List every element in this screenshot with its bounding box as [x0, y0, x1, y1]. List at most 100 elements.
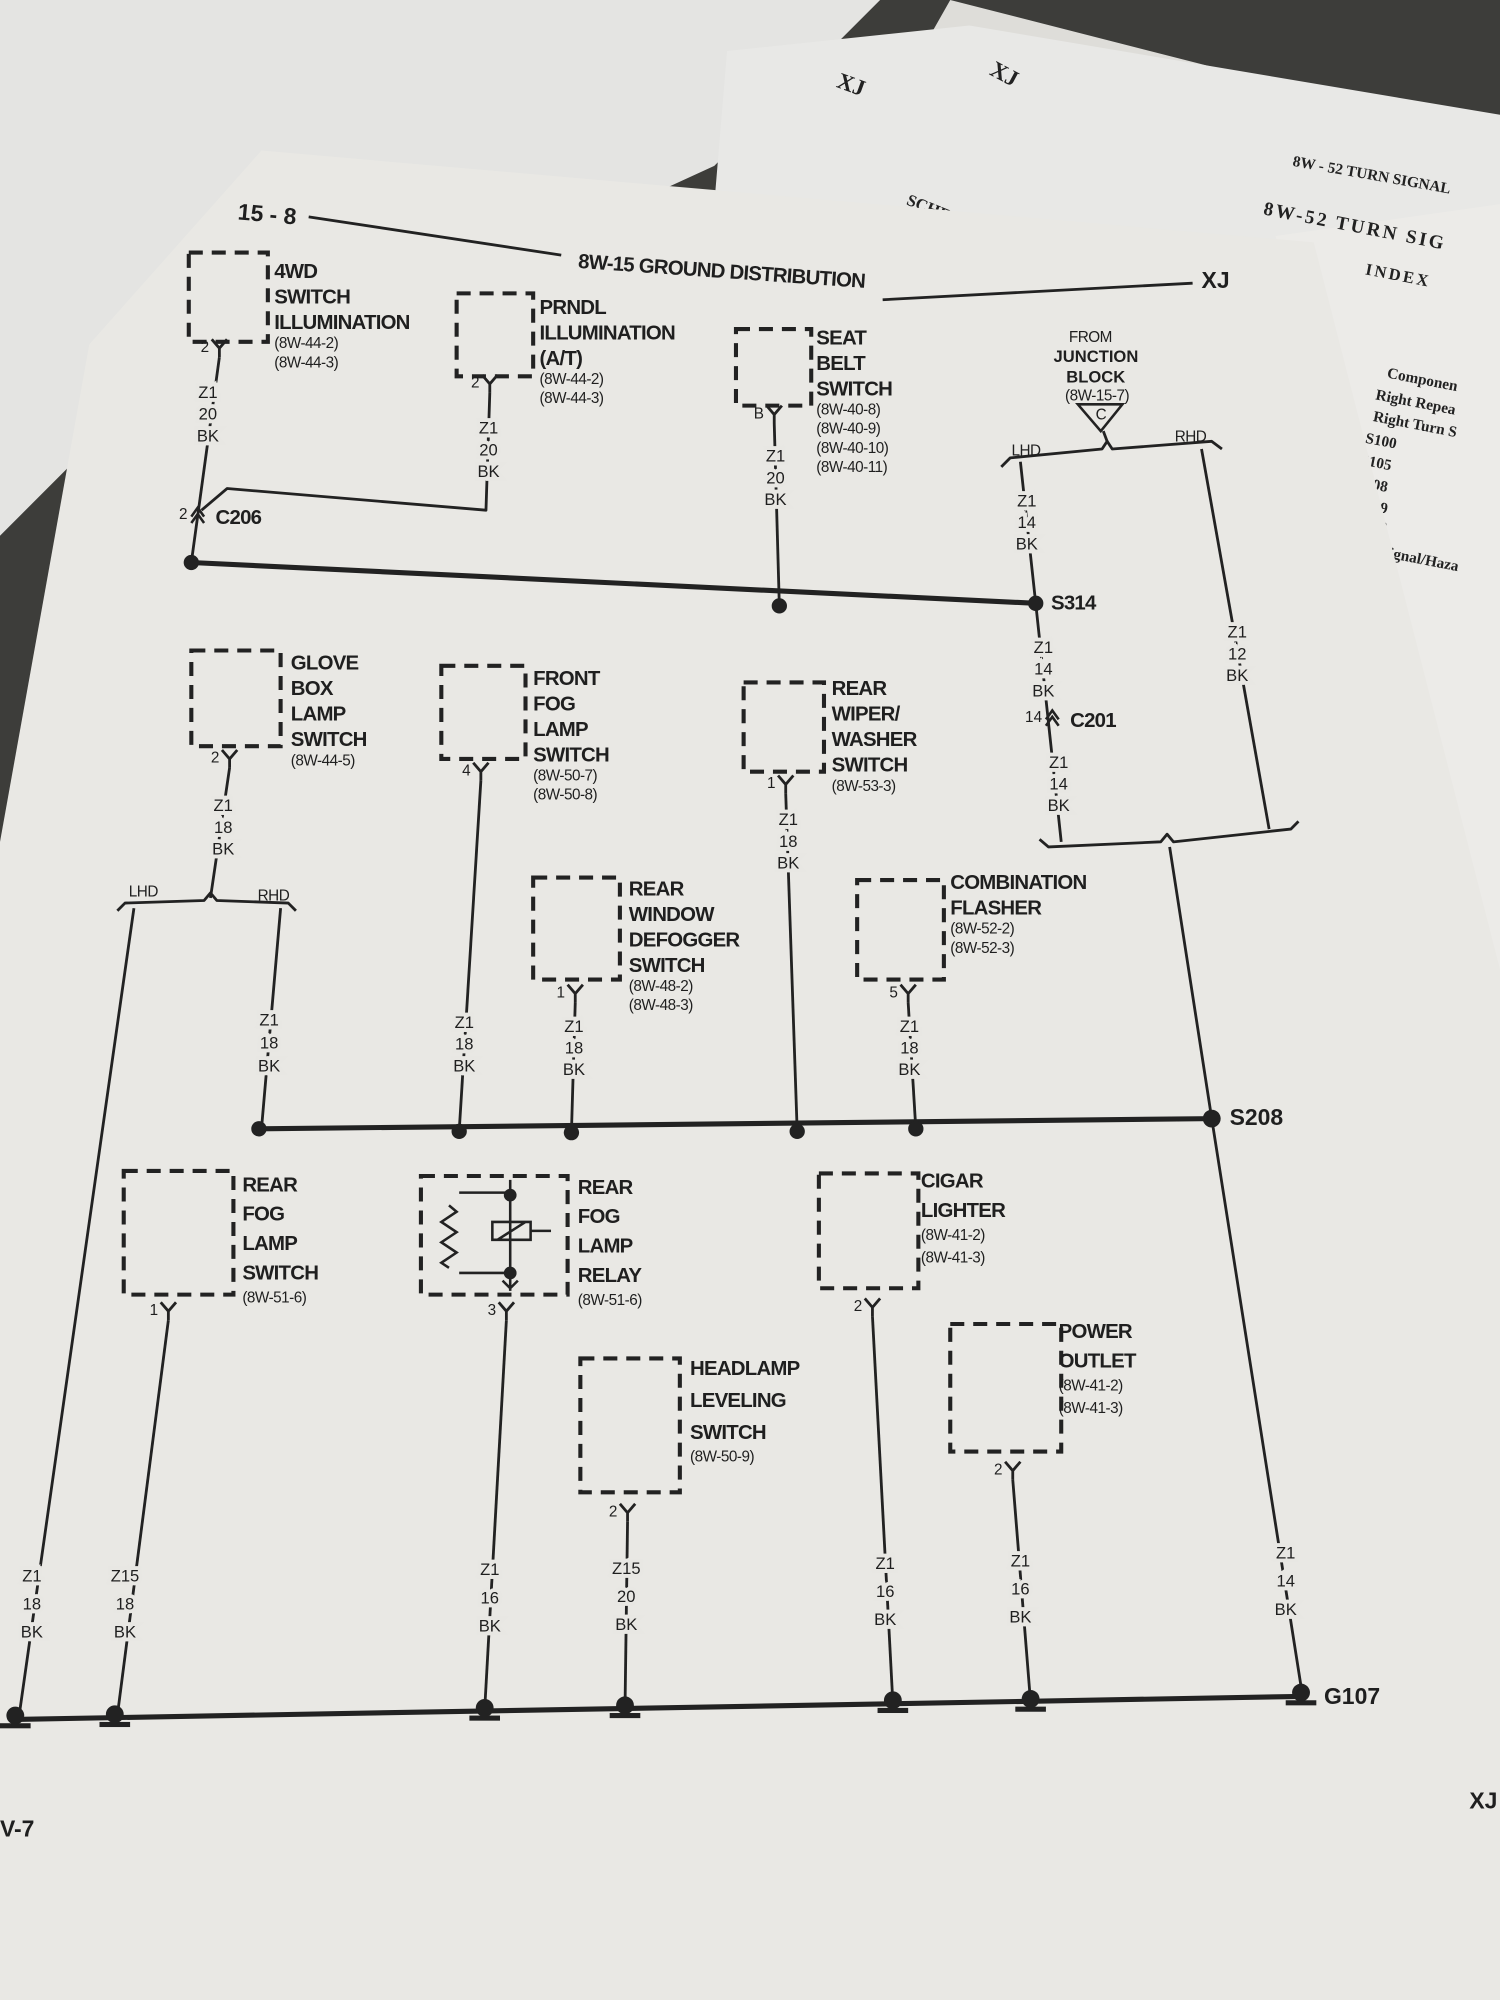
pin-number: 2 — [994, 1461, 1003, 1478]
component-name-line: LEVELING — [690, 1390, 786, 1412]
component-ground-wire — [871, 1316, 895, 1703]
component-box — [439, 663, 528, 761]
component-ground-wire — [784, 793, 799, 1132]
component-name-line: REAR — [578, 1177, 634, 1199]
splice-dot — [771, 598, 787, 614]
wire-label: 20 — [617, 1587, 635, 1606]
wire-label: Z1 — [1017, 491, 1036, 510]
wire-label: BK — [114, 1623, 136, 1642]
splice-label: S314 — [1051, 593, 1097, 615]
wire-label: Z1 — [766, 447, 785, 466]
component-name-line: FOG — [242, 1204, 284, 1226]
component-name-line: REAR — [242, 1174, 298, 1196]
wire-label: Z1 — [1034, 638, 1053, 657]
component-name-line: SWITCH — [690, 1422, 766, 1444]
pin-number: 3 — [488, 1302, 497, 1319]
wire-label: Z1 — [876, 1554, 895, 1573]
connector-pin-icon — [566, 983, 584, 1003]
wire-label: BK — [21, 1623, 43, 1642]
ground-terminal-icon — [469, 1698, 500, 1721]
wire-label: Z15 — [612, 1559, 641, 1578]
splice-dot — [183, 554, 199, 571]
component-ref: (8W-52-2) — [950, 921, 1014, 938]
connector-pin-icon — [765, 404, 783, 424]
component-box — [855, 878, 946, 982]
wire-label: BK — [898, 1060, 920, 1079]
wire-label: BK — [777, 854, 799, 873]
connector-pin-icon — [863, 1297, 882, 1317]
glove-box-rhd-wire — [260, 908, 283, 1129]
splice-dot — [563, 1125, 580, 1141]
component-name-line: PRNDL — [540, 297, 607, 319]
component-ref: (8W-41-3) — [921, 1250, 985, 1267]
component-ref: (8W-44-3) — [540, 390, 604, 407]
component-ref: (8W-40-8) — [816, 402, 880, 419]
wire-label: Z1 — [1049, 753, 1068, 772]
component-name-line: FOG — [578, 1206, 620, 1228]
component-ground-wire — [200, 392, 492, 512]
component-box — [189, 648, 283, 749]
wire-label: BK — [479, 1616, 501, 1635]
bg-index-line: S100 — [1364, 430, 1398, 453]
wire-label: Z1 — [1228, 623, 1247, 642]
component-ref: (8W-52-3) — [950, 940, 1014, 957]
splice-dot — [251, 1121, 267, 1137]
wire-label: 14 — [1276, 1572, 1294, 1591]
ground-terminal-icon — [1015, 1690, 1046, 1712]
wire-label: Z1 — [900, 1017, 919, 1036]
wire-label: Z1 — [198, 383, 217, 402]
connector-pin: 2 — [179, 506, 188, 523]
wire-label: 18 — [779, 832, 797, 851]
junction-from-label: FROM — [1069, 329, 1112, 346]
component-ref: (8W-40-9) — [816, 421, 880, 438]
wire-label: Z1 — [479, 419, 498, 438]
pin-number: 1 — [150, 1302, 159, 1319]
wire-label: BK — [563, 1060, 585, 1079]
component-name-line: SWITCH — [832, 755, 908, 777]
pin-number: 2 — [201, 339, 210, 356]
connector-pin-icon — [481, 374, 499, 393]
component-name-line: ILLUMINATION — [274, 312, 409, 334]
component-ref: (8W-41-3) — [1059, 1400, 1123, 1417]
component-ground-wire — [1011, 1479, 1033, 1703]
footer-model: XJ — [1469, 1788, 1497, 1814]
wire-label: BK — [212, 840, 234, 859]
rhd-label: RHD — [1175, 428, 1207, 445]
pin-number: B — [754, 405, 764, 422]
wire-label: 20 — [199, 405, 217, 424]
wire-label: Z1 — [455, 1013, 474, 1032]
component-ground-wire — [570, 1002, 577, 1133]
component-ref: (8W-48-3) — [629, 997, 693, 1014]
component-ref: (8W-51-6) — [578, 1292, 642, 1309]
pin-number: 2 — [609, 1504, 618, 1521]
wire-label: Z1 — [22, 1567, 41, 1586]
wire-label: 16 — [1011, 1579, 1029, 1598]
component-ground-wire — [623, 1521, 629, 1710]
wire-label: 18 — [116, 1595, 134, 1614]
component-name-line: LAMP — [578, 1236, 633, 1258]
component-ground-wire — [772, 423, 781, 606]
junction-cavity-icon — [1075, 403, 1126, 434]
wire-label: 14 — [1018, 513, 1036, 532]
component-name-line: OUTLET — [1059, 1350, 1137, 1372]
wire-label: Z1 — [1276, 1544, 1295, 1563]
junction-name: JUNCTION — [1054, 347, 1139, 366]
component-ref: (8W-44-3) — [274, 354, 338, 371]
wire-label: 18 — [565, 1039, 583, 1058]
component-name-line: FLASHER — [950, 898, 1042, 920]
wire-label: 18 — [23, 1595, 41, 1614]
wire-label: 18 — [214, 818, 232, 837]
connector-pin-icon — [899, 983, 917, 1003]
component-name-line: 4WD — [274, 261, 317, 283]
wire-label: BK — [1275, 1600, 1297, 1619]
wire-label: Z1 — [214, 796, 233, 815]
junction-cavity: C — [1096, 407, 1107, 424]
lhd-label: LHD — [1011, 442, 1041, 459]
component-ground-wire — [483, 1320, 508, 1710]
component-name-line: SWITCH — [242, 1262, 318, 1284]
component-name-line: REAR — [832, 678, 888, 700]
component-name-line: (A/T) — [540, 348, 583, 370]
inline-connector-icon — [190, 505, 206, 524]
component-ref: (8W-40-10) — [816, 440, 888, 457]
